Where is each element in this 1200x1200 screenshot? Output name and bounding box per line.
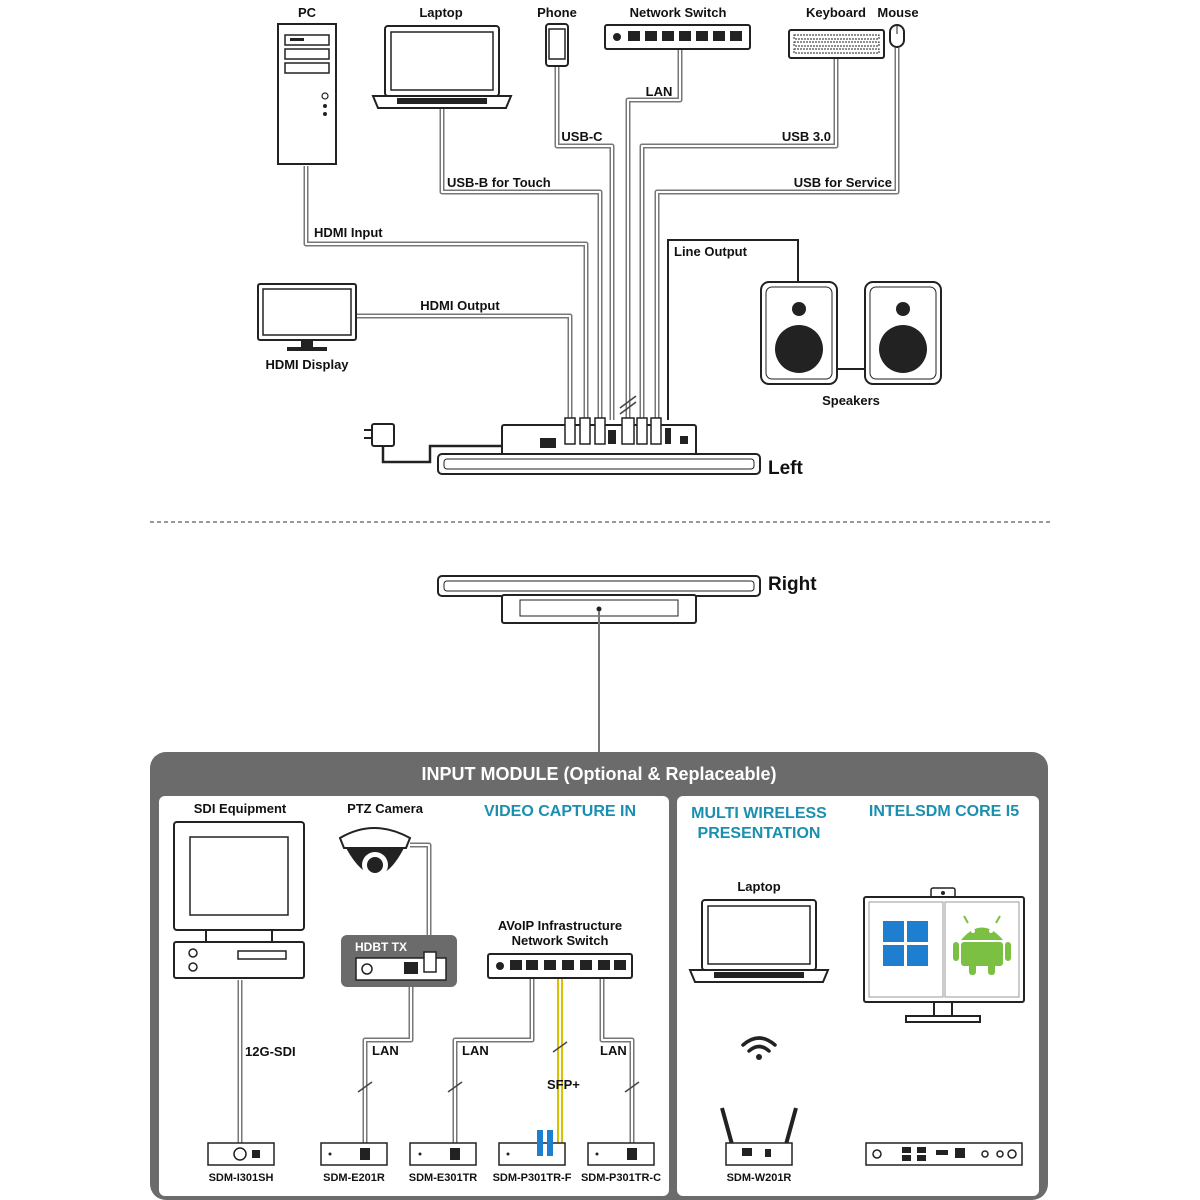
- speakers-icon: [760, 281, 942, 385]
- video-capture-cables: [237, 842, 640, 1145]
- avoip-switch-icon: [487, 953, 633, 979]
- power-adapter-icon: [364, 423, 395, 447]
- module-sdm-p301tr-c: [587, 1142, 655, 1166]
- keyboard-label: Keyboard: [806, 5, 866, 20]
- sdi-equipment-label: SDI Equipment: [194, 801, 287, 816]
- laptop-label: Laptop: [419, 5, 462, 20]
- hdmi-display-icon: [257, 283, 357, 351]
- line-output-cable-label: Line Output: [674, 244, 748, 259]
- module-label: SDM-W201R: [727, 1172, 792, 1184]
- lan-cable-label: LAN: [646, 84, 673, 99]
- video-capture-heading: VIDEO CAPTURE IN: [484, 803, 636, 820]
- usb-c-cable-label: USB-C: [561, 129, 603, 144]
- ptz-camera-icon: [338, 827, 412, 878]
- windows-logo-icon: [883, 921, 928, 966]
- usb-b-touch-cable-label: USB-B for Touch: [447, 175, 551, 190]
- intel-heading: INTELSDM CORE I5: [869, 803, 1019, 820]
- mouse-icon: [889, 24, 905, 48]
- avoip-label-line1: AVoIP Infrastructure: [498, 918, 622, 933]
- sdi-equipment-icon: [173, 821, 305, 979]
- sfp-cable-label: SFP+: [547, 1077, 580, 1092]
- module-label: SDM-P301TR-C: [581, 1172, 661, 1184]
- panel-right-view: [437, 575, 761, 624]
- wireless-heading-line2: PRESENTATION: [698, 825, 821, 842]
- lan-label-1: LAN: [372, 1043, 399, 1058]
- avoip-label-line2: Network Switch: [512, 933, 609, 948]
- module-sdm-i301sh: [207, 1142, 275, 1166]
- wifi-icon: [741, 1036, 777, 1060]
- laptop-icon: [371, 25, 513, 109]
- left-side-label: Left: [768, 458, 804, 479]
- phone-label: Phone: [537, 5, 577, 20]
- hdbt-tx-box: [341, 935, 457, 987]
- module-label: SDM-E301TR: [409, 1172, 478, 1184]
- ptz-camera-label: PTZ Camera: [347, 801, 424, 816]
- network-switch-label: Network Switch: [630, 5, 727, 20]
- hdbt-tx-label: HDBT TX: [355, 940, 407, 954]
- sdi-cable-label: 12G-SDI: [245, 1044, 296, 1059]
- module-label: SDM-P301TR-F: [493, 1172, 572, 1184]
- usb3-cable-label: USB 3.0: [782, 129, 831, 144]
- android-logo-icon: [953, 915, 1011, 975]
- lan-label-2: LAN: [462, 1043, 489, 1058]
- module-sdm-p301tr-f: [498, 1130, 566, 1166]
- module-sdm-e301tr: [409, 1142, 477, 1166]
- network-switch-icon: [604, 24, 751, 50]
- pc-label: PC: [298, 5, 317, 20]
- right-side-label: Right: [768, 574, 817, 595]
- top-cables: [303, 48, 900, 464]
- panel-left-view: [437, 417, 761, 475]
- module-label: SDM-E201R: [323, 1172, 385, 1184]
- keyboard-icon: [788, 29, 885, 59]
- wireless-heading-line1: MULTI WIRELESS: [691, 805, 827, 822]
- lan-label-3: LAN: [600, 1043, 627, 1058]
- usb-service-cable-label: USB for Service: [794, 175, 892, 190]
- wireless-laptop-icon: [688, 899, 830, 983]
- module-label: SDM-I301SH: [209, 1172, 274, 1184]
- speakers-label: Speakers: [822, 393, 880, 408]
- intel-core-module: [865, 1142, 1023, 1166]
- wireless-laptop-label: Laptop: [737, 879, 780, 894]
- hdmi-input-cable-label: HDMI Input: [314, 225, 383, 240]
- hdmi-display-label: HDMI Display: [265, 357, 349, 372]
- pc-icon: [277, 23, 337, 165]
- hdmi-output-cable-label: HDMI Output: [420, 298, 500, 313]
- input-module-title: INPUT MODULE (Optional & Replaceable): [421, 764, 776, 784]
- phone-icon: [545, 23, 569, 67]
- mouse-label: Mouse: [877, 5, 918, 20]
- module-sdm-w201r: [720, 1107, 798, 1166]
- module-sdm-e201r: [320, 1142, 388, 1166]
